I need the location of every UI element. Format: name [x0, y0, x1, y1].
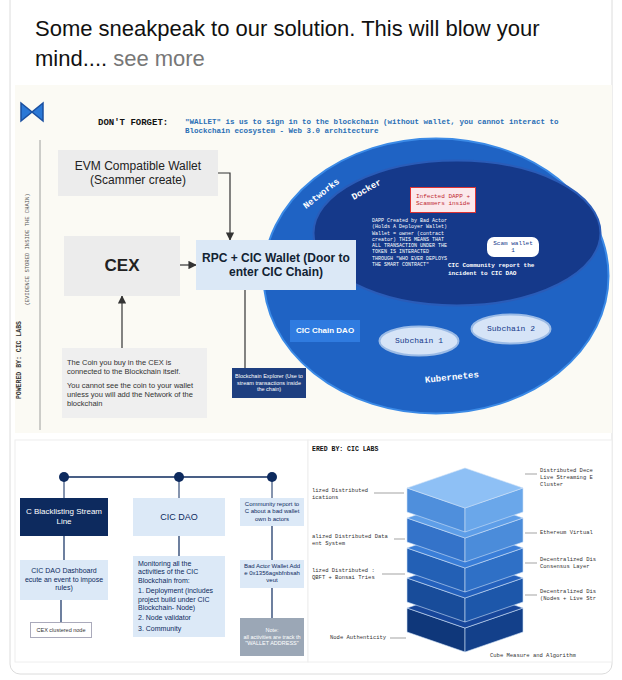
node-text: 2. Node validator: [138, 614, 220, 622]
bad-actor-box: Bad Actor Wallet Adde 0x1356agsbfnbsahve…: [240, 560, 304, 588]
timeline-dot: [174, 472, 184, 482]
node-text: You cannot see the coin to your wallet u…: [67, 381, 202, 408]
note-heading: DON'T FORGET:: [98, 118, 184, 129]
wallet-box: EVM Compatible Wallet (Scammer create): [58, 150, 218, 196]
node-label: EVM Compatible Wallet (Scammer create): [61, 159, 215, 188]
report-box: Community report to C about a bad wallet…: [240, 498, 304, 526]
node-label: CEX: [105, 256, 140, 276]
lower-left-panel: [15, 440, 308, 662]
node-label: Subchain 1: [395, 336, 443, 346]
layer-label: alized Distributed Data ent System: [312, 534, 394, 548]
layer-label: Cube Measure and Algorithm: [490, 653, 590, 660]
post-text: Some sneakpeak to our solution. This wil…: [35, 14, 595, 74]
connector: [271, 526, 272, 560]
annotation: DAPP Created by Bad Actor (Holds A Deplo…: [372, 218, 452, 268]
post-title: Some sneakpeak to our solution. This wil…: [35, 16, 540, 71]
connector: [178, 536, 179, 556]
connector: [180, 264, 196, 265]
logo: [21, 103, 43, 121]
node-label: Scam wallet 1: [490, 240, 536, 254]
connector: [60, 600, 61, 622]
node-label: RPC + CIC Wallet (Door to enter CIC Chai…: [199, 251, 353, 280]
cube-face: [407, 468, 523, 508]
subchain-ellipse: Subchain 1: [378, 325, 460, 357]
connector: [121, 296, 122, 348]
layer-label: Decentralized Dis (Nodes + Live Str: [540, 589, 602, 603]
post-card: [10, 0, 612, 674]
node-text: 1. Deployment (includes project build un…: [138, 587, 220, 612]
timeline-dot: [59, 472, 69, 482]
node-label: Blockchain Explorer (Use to stream trans…: [235, 373, 303, 393]
layer-label: Ethereum Virtual: [540, 530, 602, 537]
dao-box: CIC DAO: [133, 498, 225, 536]
node-label: CIC DAO Dashboard ecute an event to impo…: [23, 567, 105, 592]
node-text: 3. Community: [138, 625, 220, 633]
timeline-dot: [267, 472, 277, 482]
node-label: Subchain 2: [487, 324, 535, 334]
node-label: Monitoring all the activities of the CIC…: [138, 560, 220, 585]
cex-box: CEX: [64, 236, 180, 296]
credit-label: ERED BY: CIC LABS: [312, 446, 462, 454]
side-label: (EVIDENCE STORED INSIDE THE CHAIN): [25, 169, 32, 329]
layer-label: Decentralized Dis Consensus Layer: [540, 557, 602, 571]
note-box: The Coin you buy in the CEX is connected…: [62, 348, 207, 418]
dao-box: CIC Chain DAO: [290, 320, 360, 342]
node-label: The Coin you buy in the CEX is connected…: [67, 358, 202, 376]
connector: [244, 290, 245, 368]
connector: [271, 588, 272, 618]
blacklist-box: C Blacklisting Stream Line: [20, 498, 108, 536]
lower-right-panel: [308, 440, 612, 662]
layer-label: Node Authenticity: [330, 635, 390, 642]
monitoring-box: Monitoring all the activities of the CIC…: [133, 556, 225, 637]
ellipse-shape: [264, 139, 609, 414]
cluster-node-box: CEX clustered node: [30, 622, 92, 638]
layer-label: lized Distributed ications: [312, 488, 374, 502]
infected-box: Infected DAPP + Scammers inside: [410, 187, 476, 213]
ellipse-shape: [380, 327, 459, 356]
dashboard-box: CIC DAO Dashboard ecute an event to impo…: [20, 560, 108, 600]
node-label: CIC Chain DAO: [296, 326, 354, 336]
subchain-ellipse: Subchain 2: [470, 313, 552, 345]
explorer-box: Blockchain Explorer (Use to stream trans…: [232, 368, 306, 398]
ellipse-shape: [314, 161, 601, 306]
node-label: Note:: [265, 627, 278, 634]
ellipse-shape: [472, 315, 551, 344]
layer-label: lized Distributed : QBFT + Bonsai Tries: [312, 568, 382, 582]
annotation: CIC Community report the incident to CIC…: [448, 262, 540, 277]
upper-panel: [15, 85, 612, 433]
layer-cube: [407, 468, 523, 652]
side-rule: [40, 140, 41, 430]
node-label: Bad Actor Wallet Adde 0x1356agsbfnbsahve…: [243, 563, 301, 585]
rpc-box: RPC + CIC Wallet (Door to enter CIC Chai…: [196, 240, 356, 290]
timeline: [64, 476, 272, 478]
node-label: CEX clustered node: [37, 627, 86, 634]
see-more-link: see more: [113, 46, 205, 71]
layer-label: Distributed Dece Live Streaming E Cluste…: [540, 468, 602, 489]
node-label: CIC DAO: [160, 512, 198, 523]
connector: [63, 536, 64, 560]
connector: [218, 173, 230, 240]
node-label: Infected DAPP + Scammers inside: [414, 193, 472, 207]
note-text: "WALLET" is us to sign in to the blockch…: [185, 118, 590, 137]
node-text: all activities are track th "WALLET ADDR…: [243, 634, 301, 647]
node-label: Community report to C about a bad wallet…: [243, 501, 301, 523]
note-box: Note:all activities are track th "WALLET…: [240, 618, 304, 656]
scam-wallet-pill: Scam wallet 1: [487, 237, 539, 257]
side-label: POWERED BY: CIC LABS: [16, 280, 24, 440]
leader-lines: [374, 474, 537, 638]
node-label: C Blacklisting Stream Line: [23, 507, 105, 526]
